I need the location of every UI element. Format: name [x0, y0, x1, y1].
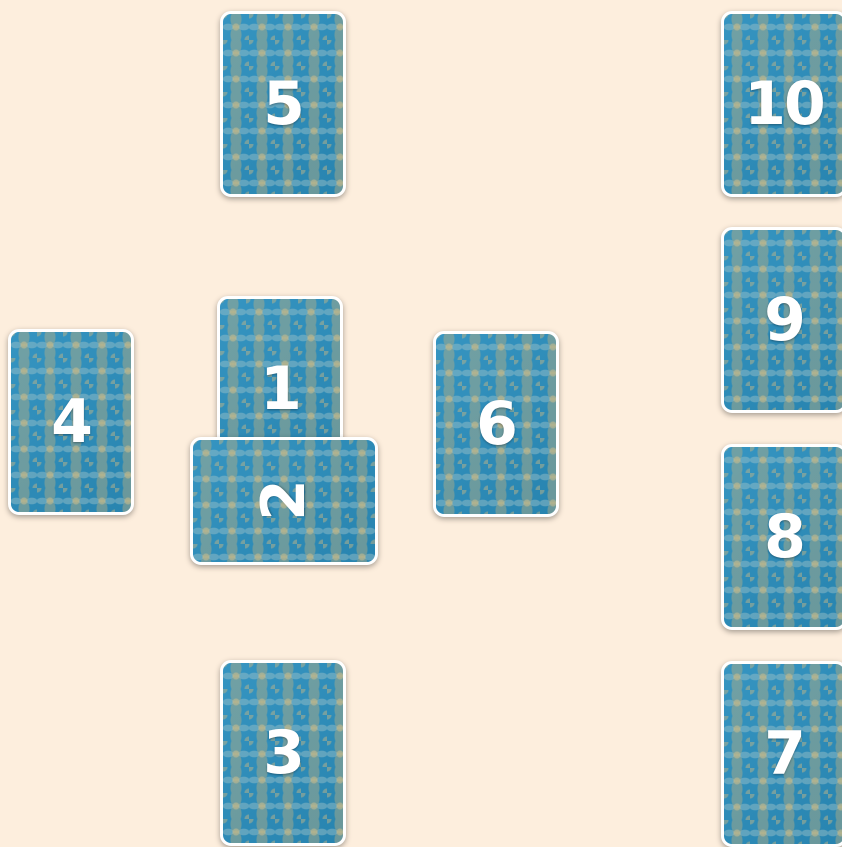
- card-number: 2: [254, 437, 314, 565]
- card-6[interactable]: 6: [433, 331, 559, 517]
- card-5[interactable]: 5: [220, 11, 346, 197]
- card-number: 7: [724, 724, 842, 784]
- card-7[interactable]: 7: [721, 661, 842, 847]
- card-number: 10: [724, 74, 842, 134]
- card-2[interactable]: 2: [190, 437, 378, 565]
- card-8[interactable]: 8: [721, 444, 842, 630]
- card-number: 6: [436, 394, 556, 454]
- card-number: 8: [724, 507, 842, 567]
- card-3[interactable]: 3: [220, 660, 346, 846]
- card-number: 1: [220, 359, 340, 419]
- card-number: 4: [11, 392, 131, 452]
- card-number: 9: [724, 290, 842, 350]
- card-number: 5: [223, 74, 343, 134]
- card-number: 3: [223, 723, 343, 783]
- card-4[interactable]: 4: [8, 329, 134, 515]
- card-10[interactable]: 10: [721, 11, 842, 197]
- card-9[interactable]: 9: [721, 227, 842, 413]
